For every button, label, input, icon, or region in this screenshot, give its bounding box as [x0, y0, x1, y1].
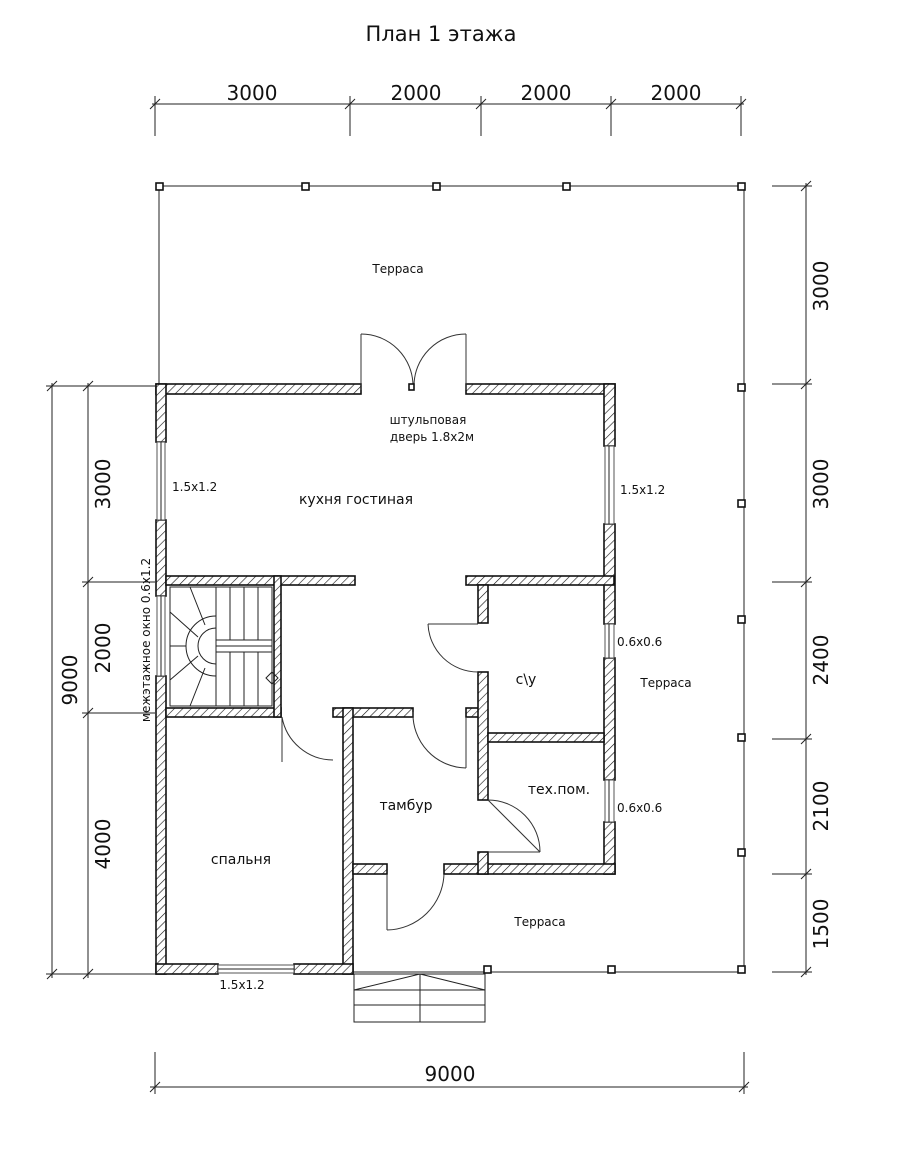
kitchen-living-label: кухня гостиная [299, 492, 413, 508]
stair-window-label: межэтажное окно 0.6х1.2 [139, 558, 153, 722]
double-door-label-line2: дверь 1.8х2м [390, 430, 474, 444]
right-dim-4: 2100 [809, 781, 833, 832]
top-dim-1: 3000 [227, 81, 278, 105]
window-wc-label: 0.6х0.6 [617, 635, 662, 649]
wc-label: с\у [516, 672, 537, 688]
left-dim-1: 3000 [91, 459, 115, 510]
window-left-label: 1.5х1.2 [172, 480, 217, 494]
tech-room-label: тех.пом. [528, 782, 590, 798]
window-tech-label: 0.6х0.6 [617, 801, 662, 815]
terrace-outline [158, 185, 745, 973]
terrace-top-label: Терраса [371, 262, 423, 276]
bedroom-label: спальня [211, 852, 271, 868]
windows [156, 441, 615, 974]
bottom-dim: 9000 [425, 1062, 476, 1086]
window-right-label: 1.5х1.2 [620, 483, 665, 497]
terrace-bottom-label: Терраса [513, 915, 565, 929]
right-dimension-chain: 3000 3000 2400 2100 1500 [772, 180, 833, 978]
walls [155, 383, 616, 975]
terrace-right-label: Терраса [639, 676, 691, 690]
plan-title: План 1 этажа [366, 22, 517, 46]
window-bottom-label: 1.5х1.2 [219, 978, 264, 992]
doors [281, 333, 541, 931]
top-dim-3: 2000 [521, 81, 572, 105]
entrance-steps [353, 973, 486, 1023]
double-door-label-line1: штульповая [390, 413, 467, 427]
right-dim-5: 1500 [809, 899, 833, 950]
right-dim-3: 2400 [809, 635, 833, 686]
top-dim-4: 2000 [651, 81, 702, 105]
bottom-dimension: 9000 [149, 1052, 750, 1094]
staircase [169, 586, 279, 707]
right-dim-2: 3000 [809, 459, 833, 510]
left-dim-3: 4000 [91, 819, 115, 870]
terrace-posts [155, 182, 746, 974]
left-dim-overall: 9000 [58, 655, 82, 706]
left-dimension-chain: 9000 3000 2000 4000 [46, 380, 155, 980]
top-dimension-chain: 3000 2000 2000 2000 [149, 81, 747, 136]
left-dim-2: 2000 [91, 623, 115, 674]
vestibule-label: тамбур [379, 798, 432, 814]
right-dim-1: 3000 [809, 261, 833, 312]
top-dim-2: 2000 [391, 81, 442, 105]
